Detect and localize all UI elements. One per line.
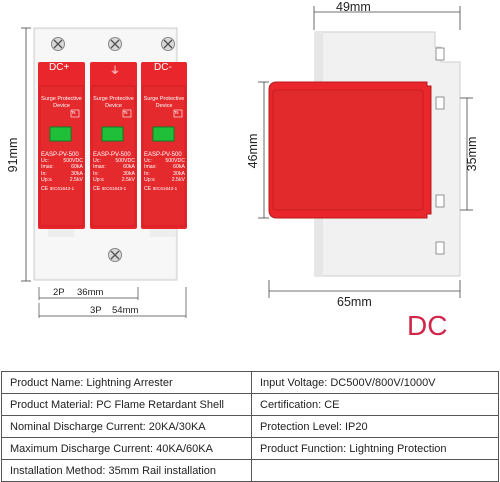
table-row: Product Material: PC Flame Retardant She… — [1, 393, 499, 416]
module-2-info: EASP-PV-500 Uc:500VDC Imax:60kA In:30kA … — [93, 152, 135, 193]
table-cell: Protection Level: IP20 — [251, 415, 499, 438]
screw-icon-bottom — [108, 248, 122, 262]
dim-2p-label: 2P — [53, 287, 65, 298]
ce-mark: CE — [93, 186, 101, 193]
dim-3p-label: 3P — [90, 305, 102, 316]
ce-mark: CE — [144, 186, 152, 193]
screw-icon-top-2 — [108, 37, 122, 51]
terminal-label-dc-minus: DC- — [154, 62, 172, 73]
status-window-3 — [152, 126, 175, 142]
table-cell: Nominal Discharge Current: 20KA/30KA — [1, 415, 252, 438]
table-cell: Certification: CE — [251, 393, 499, 416]
status-window-1 — [49, 126, 72, 142]
module-badge: Ts — [123, 110, 128, 115]
dim-height-left: 91mm — [6, 137, 20, 173]
ce-mark: CE — [41, 186, 49, 193]
module-badge: Ts — [174, 110, 179, 115]
table-cell: Installation Method: 35mm Rail installat… — [1, 459, 252, 482]
type-label: DC — [407, 310, 448, 341]
front-view: DC+ ⏚ DC- Surge Protective Device Ts EAS… — [0, 0, 200, 320]
module-badge: Ts — [71, 110, 76, 115]
table-row: Installation Method: 35mm Rail installat… — [1, 459, 499, 482]
module-2: Surge Protective Device Ts — [92, 96, 135, 115]
spec-table: Product Name: Lightning Arrester Input V… — [1, 371, 499, 482]
dim-3p-value: 54mm — [112, 305, 139, 316]
table-cell: Product Name: Lightning Arrester — [1, 371, 252, 394]
device-front-drawing — [33, 27, 187, 281]
terminal-label-ground: ⏚ — [110, 66, 120, 77]
table-cell: Input Voltage: DC500V/800V/1000V — [251, 371, 499, 394]
dim-rail-height: 35mm — [465, 136, 479, 172]
table-row: Nominal Discharge Current: 20KA/30KA Pro… — [1, 415, 499, 438]
dim-front-height: 46mm — [246, 133, 260, 169]
status-window-2 — [101, 126, 124, 142]
screw-icon-top-1 — [51, 37, 65, 51]
screw-icon-top-3 — [161, 37, 175, 51]
table-row: Product Name: Lightning Arrester Input V… — [1, 371, 499, 394]
module-3: Surge Protective Device Ts — [143, 96, 185, 115]
module-header: Surge Protective Device — [93, 96, 134, 109]
module-header: Surge Protective Device — [41, 96, 82, 109]
module-1-info: EASP-PV-500 Uc:500VDC Imax:60kA In:30kA … — [41, 152, 83, 193]
table-cell: Product Material: PC Flame Retardant She… — [1, 393, 252, 416]
module-header: Surge Protective Device — [143, 96, 185, 109]
table-cell: Maximum Discharge Current: 40KA/60KA — [1, 437, 252, 460]
front-dimension-lines — [21, 27, 187, 318]
module-1: Surge Protective Device Ts — [40, 96, 83, 115]
side-view-drawing — [258, 6, 473, 298]
dim-2p-value: 36mm — [77, 287, 104, 298]
table-cell — [251, 459, 499, 482]
table-row: Maximum Discharge Current: 40KA/60KA Pro… — [1, 437, 499, 460]
dim-width-bottom: 65mm — [337, 295, 372, 309]
terminal-label-dc-plus: DC+ — [49, 62, 70, 73]
table-cell: Product Function: Lightning Protection — [251, 437, 499, 460]
dim-width-top: 49mm — [336, 0, 371, 14]
module-3-info: EASP-PV-500 Uc:500VDC Imax:60kA In:30kA … — [144, 152, 185, 193]
